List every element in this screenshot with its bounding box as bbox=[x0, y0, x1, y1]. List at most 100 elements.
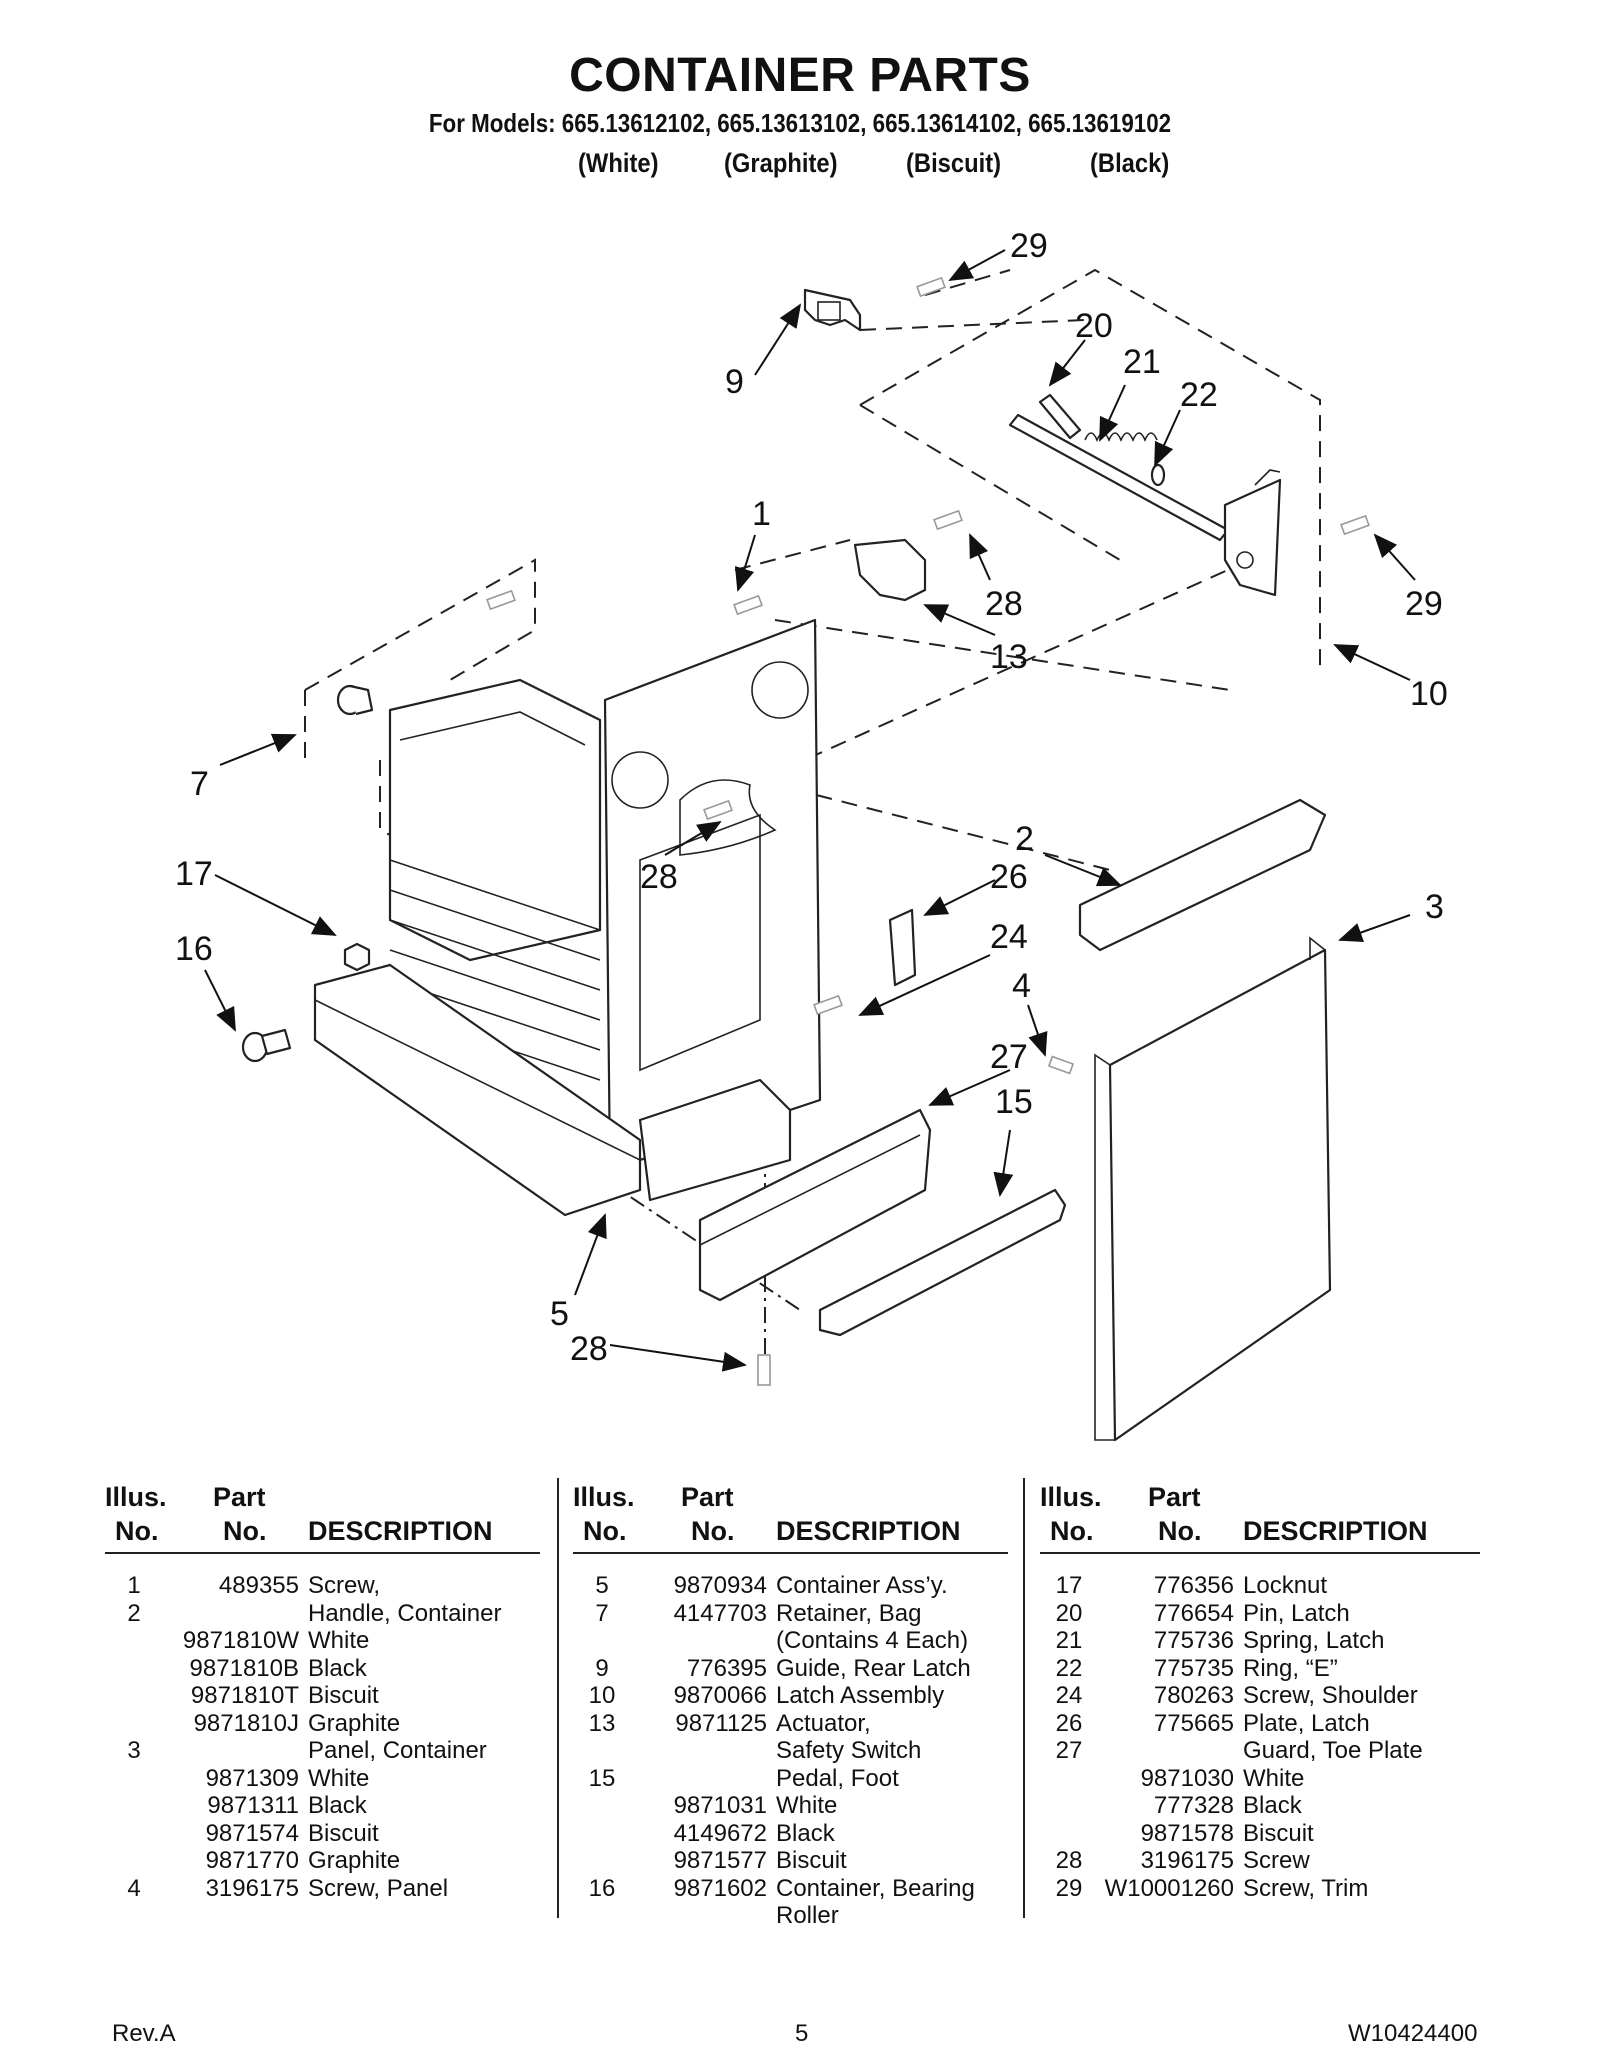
locknut bbox=[343, 942, 371, 972]
table-header: Illus. No. Part No. DESCRIPTION bbox=[573, 1478, 1008, 1554]
callout-5: 5 bbox=[550, 1295, 569, 1333]
header-illus-no: No. bbox=[583, 1516, 627, 1546]
callout-2: 2 bbox=[1015, 820, 1034, 858]
header-part-no: No. bbox=[691, 1516, 735, 1546]
header-description: DESCRIPTION bbox=[1243, 1516, 1428, 1546]
callout-9: 9 bbox=[725, 363, 744, 401]
column-divider bbox=[1023, 1478, 1025, 1918]
color-label-white: (White) bbox=[578, 148, 659, 178]
callout-29: 29 bbox=[1405, 585, 1443, 623]
callout-16: 16 bbox=[175, 930, 213, 968]
page-number: 5 bbox=[795, 2020, 809, 2047]
callout-27: 27 bbox=[990, 1038, 1028, 1076]
exploded-parts-diagram: 29 9 20 21 22 1 28 13 29 10 7 28 2 26 3 … bbox=[175, 227, 1448, 1442]
callout-28: 28 bbox=[570, 1330, 608, 1368]
page-title: CONTAINER PARTS bbox=[569, 49, 1031, 102]
models-line: For Models: 665.13612102, 665.13613102, … bbox=[428, 108, 1172, 138]
table-row: Safety Switch bbox=[776, 1737, 922, 1764]
header-description: DESCRIPTION bbox=[776, 1516, 961, 1546]
callout-28: 28 bbox=[985, 585, 1023, 623]
callout-29: 29 bbox=[1010, 227, 1048, 265]
callout-28: 28 bbox=[640, 858, 678, 896]
callout-10: 10 bbox=[1410, 675, 1448, 713]
alignment-line bbox=[639, 539, 1251, 871]
callout-17: 17 bbox=[175, 855, 213, 893]
header-illus: Illus. bbox=[573, 1482, 635, 1512]
callout-1: 1 bbox=[752, 495, 771, 533]
latch-rod bbox=[1008, 393, 1282, 597]
header-part: Part bbox=[213, 1482, 266, 1512]
guide-dash-line bbox=[859, 269, 1086, 331]
callout-arrows bbox=[204, 249, 1416, 1372]
callout-labels: 29 9 20 21 22 1 28 13 29 10 7 28 2 26 3 … bbox=[175, 227, 1448, 1368]
callout-4: 4 bbox=[1012, 967, 1031, 1005]
callout-26: 26 bbox=[990, 858, 1028, 896]
bearing-roller bbox=[241, 1028, 292, 1063]
callout-3: 3 bbox=[1425, 888, 1444, 926]
document-number: W10424400 bbox=[1348, 2020, 1478, 2047]
header-illus: Illus. bbox=[105, 1482, 167, 1512]
header-part: Part bbox=[1148, 1482, 1201, 1512]
header-description: DESCRIPTION bbox=[308, 1516, 493, 1546]
latch-plate bbox=[888, 908, 917, 987]
callout-22: 22 bbox=[1180, 376, 1218, 414]
latch-assembly-boundary bbox=[859, 268, 1321, 670]
color-label-black: (Black) bbox=[1090, 148, 1170, 178]
column-divider bbox=[557, 1478, 559, 1918]
header-illus: Illus. bbox=[1040, 1482, 1102, 1512]
foot-pedal-and-toe-plate bbox=[698, 1108, 1067, 1337]
rear-latch-guide bbox=[803, 288, 862, 332]
header-part-no: No. bbox=[1158, 1516, 1202, 1546]
screws bbox=[486, 276, 1370, 1386]
header-illus-no: No. bbox=[115, 1516, 159, 1546]
table-header: Illus. No. Part No. DESCRIPTION bbox=[1040, 1478, 1480, 1554]
callout-24: 24 bbox=[990, 918, 1028, 956]
table-row: Roller bbox=[776, 1902, 839, 1929]
retainer-boundary bbox=[304, 558, 536, 836]
safety-switch-actuator bbox=[853, 538, 927, 602]
container-panel bbox=[1094, 936, 1332, 1442]
header-illus-no: No. bbox=[1050, 1516, 1094, 1546]
callout-20: 20 bbox=[1075, 307, 1113, 345]
header-part-no: No. bbox=[223, 1516, 267, 1546]
